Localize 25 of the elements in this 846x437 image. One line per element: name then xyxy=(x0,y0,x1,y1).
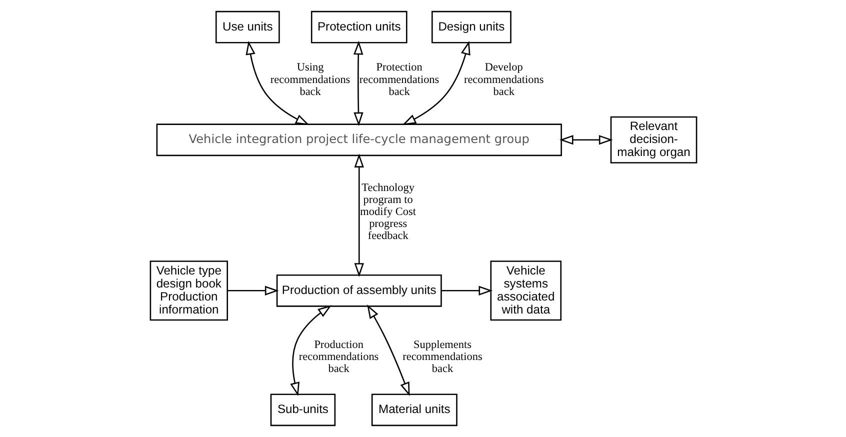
arrow xyxy=(366,304,410,396)
edge-label: Develop recommendations back xyxy=(463,62,544,98)
arrow xyxy=(226,286,278,296)
node-box: Vehicle type design book Production information xyxy=(149,260,228,321)
node-box: Material units xyxy=(370,394,457,426)
edge-label: Using recommendations back xyxy=(270,62,350,98)
edge-label: Supplements recommendations back xyxy=(402,339,482,376)
arrow xyxy=(441,286,492,296)
arrow xyxy=(402,40,470,126)
edge-label: Production recommendations back xyxy=(298,339,378,376)
arrow xyxy=(558,135,612,145)
arrow xyxy=(353,40,363,126)
node-box: Vehicle integration project life-cycle management group xyxy=(156,124,562,156)
node-box: Production of assembly units xyxy=(276,274,442,307)
node-box: Vehicle systems associated with data xyxy=(490,260,562,321)
arrow xyxy=(290,305,332,396)
node-box: Relevant decision-making organ xyxy=(610,116,697,164)
arrow xyxy=(245,40,309,126)
arrow xyxy=(354,154,364,277)
node-box: Use units xyxy=(214,10,280,44)
node-box: Protection units xyxy=(310,10,407,44)
edge-label: Protection recommendations back xyxy=(358,62,439,98)
node-box: Design units xyxy=(431,10,511,44)
edge-label: Technology program to modify Cost progress feedback xyxy=(360,182,416,242)
node-box: Sub-units xyxy=(270,394,336,426)
